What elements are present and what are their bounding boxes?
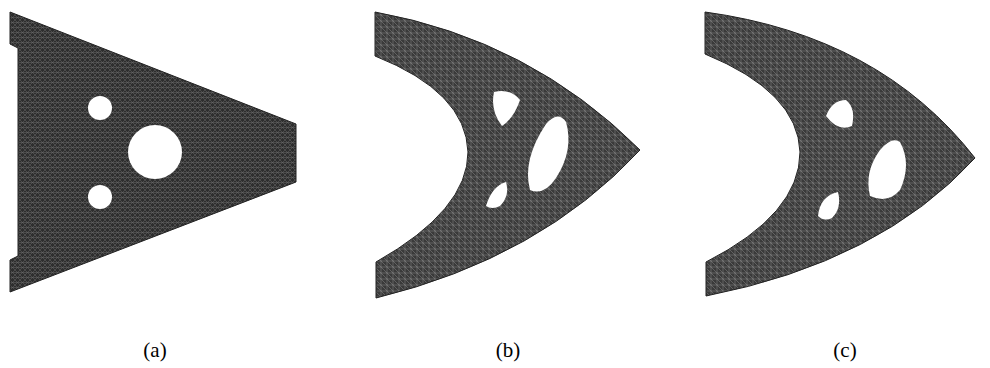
panel-label: (b) <box>496 338 521 363</box>
optimized-mesh <box>705 12 975 296</box>
optimized-mesh <box>375 12 640 298</box>
initial-mesh <box>10 12 296 292</box>
panel-label: (a) <box>143 338 166 363</box>
panel-label: (c) <box>833 338 856 363</box>
